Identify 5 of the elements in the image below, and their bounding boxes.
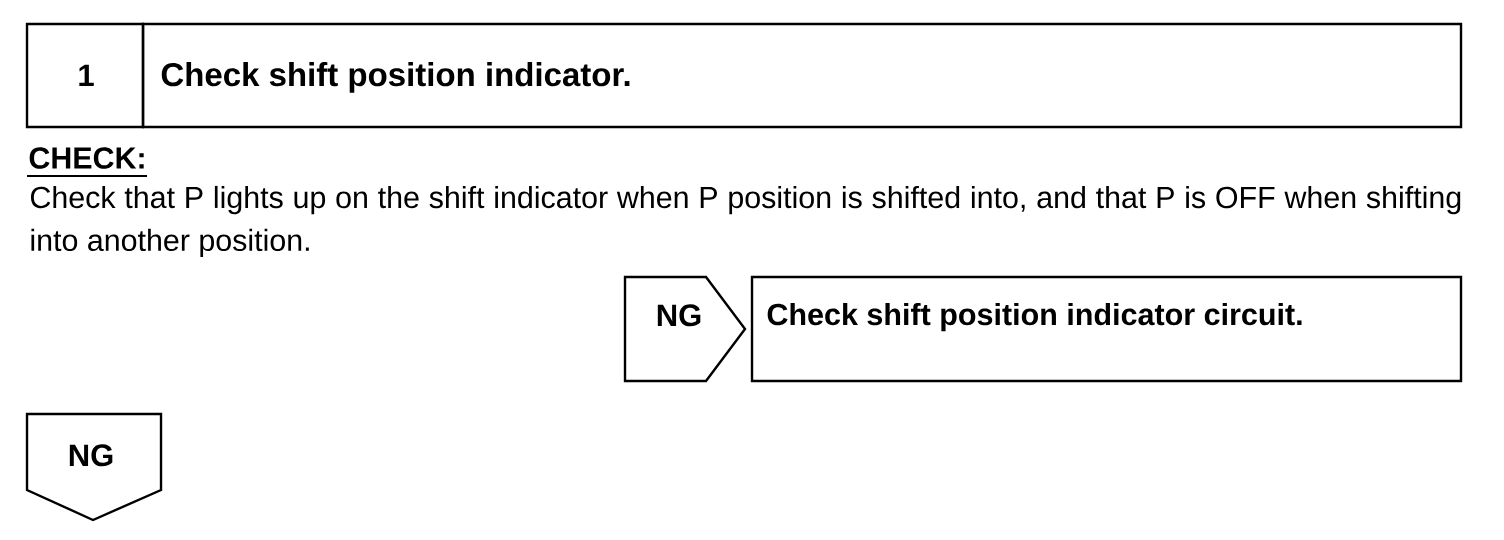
instruction-text: Check that P lights up on the shift indicator when P position is shifted into, and that P is OFF when shifting into another position. — [30, 185, 1461, 258]
action-box: Check shift position indicator circuit. — [750, 275, 1463, 383]
step-title-box: Check shift position indicator. — [141, 22, 1463, 129]
step-number-box: 1 — [25, 22, 145, 129]
section-heading: CHECK: — [26, 147, 149, 177]
